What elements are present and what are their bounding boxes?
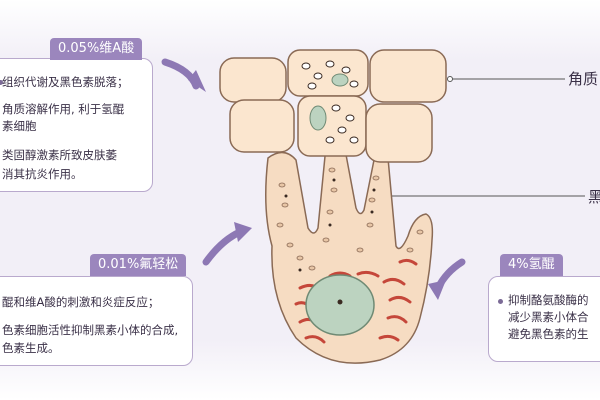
arrow-to-cell-top <box>161 58 200 90</box>
arrow-head <box>234 222 252 242</box>
arrow-to-cell-left <box>202 228 244 266</box>
hydroquinone-card <box>488 276 600 362</box>
keratin-label: 角质 <box>568 70 599 88</box>
hydroquinone-card-title: 4%氢醌 <box>500 254 563 276</box>
fluocinolone-line-2: 色素细胞活性抑制黑素小体的合成, <box>2 323 179 337</box>
dark-granules <box>284 178 376 272</box>
keratinocyte-granules <box>301 60 359 144</box>
retinal-card-title: 0.05%维A酸 <box>50 38 143 60</box>
retinal-line-2: 角质溶解作用, 利于氢醌 <box>2 102 125 116</box>
retinal-line-4: 类固醇激素所致皮肤萎 <box>2 148 117 162</box>
melanocyte-label: 黑 <box>588 188 600 206</box>
keratinocyte-nucleus <box>309 105 327 131</box>
retinal-line-5: 消其抗炎作用。 <box>2 167 83 181</box>
arrow-head <box>188 70 206 92</box>
retinal-line-3: 素细胞 <box>2 119 37 133</box>
hydroquinone-line-2: 减少黑素小体合 <box>508 310 589 324</box>
fluocinolone-line-3: 色素生成。 <box>2 341 60 355</box>
hydroquinone-line-1: 抑制酪氨酸酶的 <box>508 293 589 307</box>
hydroquinone-line-3: 避免黑色素的生 <box>508 327 589 341</box>
fluocinolone-card-title: 0.01%氟轻松 <box>90 254 187 276</box>
arrow-head <box>428 280 446 300</box>
keratinocyte-nucleus <box>331 73 349 87</box>
fluocinolone-card <box>0 276 193 366</box>
bullet <box>0 80 3 85</box>
retinal-line-1: 组织代谢及黑色素脱落； <box>2 75 129 89</box>
nucleolus <box>337 299 343 305</box>
nucleus <box>305 274 375 336</box>
melanosome-granules <box>276 167 424 271</box>
keratin-pointer-dot <box>447 76 453 82</box>
retinal-card <box>0 58 153 192</box>
fluocinolone-line-1: 醌和维A酸的刺激和炎症反应； <box>2 295 160 309</box>
bullet <box>498 299 503 304</box>
